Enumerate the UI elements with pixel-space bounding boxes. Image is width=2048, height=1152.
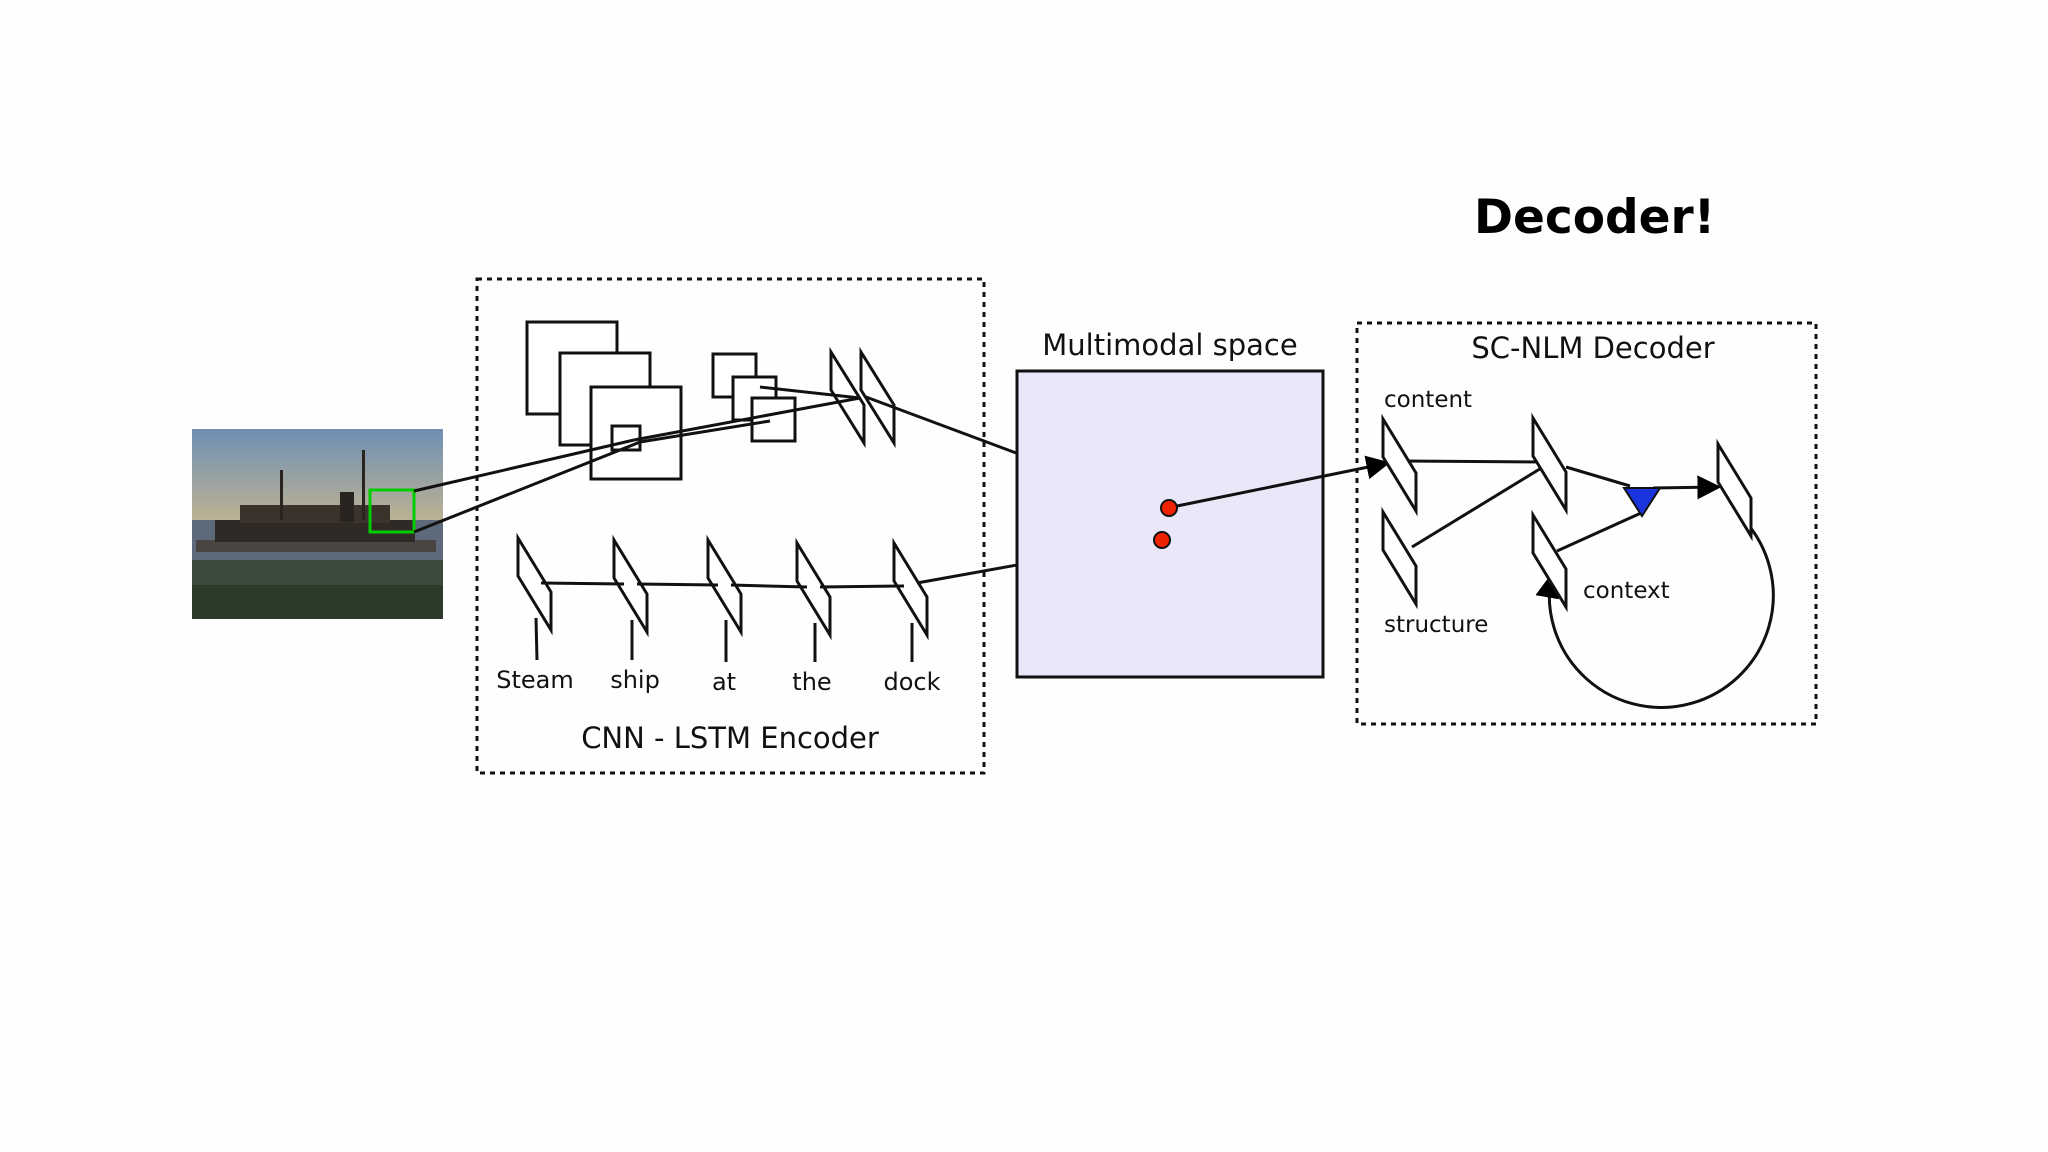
cnn-feature-maps-small	[711, 352, 797, 443]
region-highlight-box	[368, 488, 416, 534]
decoder-network	[1381, 412, 1775, 709]
context-label: context	[1583, 578, 1670, 604]
cnn-feature-maps-large	[525, 320, 683, 481]
multimodal-title: Multimodal space	[1042, 328, 1297, 362]
encoder-box	[475, 277, 986, 775]
word-label: at	[712, 668, 736, 696]
word-label: the	[792, 668, 831, 696]
sentence-embedding-point	[1153, 531, 1171, 549]
word-label: dock	[883, 668, 940, 696]
word-label: ship	[610, 666, 660, 694]
slide-heading: Decoder!	[1474, 190, 1716, 245]
steamship-photo	[192, 429, 443, 619]
decoder-title: SC-NLM Decoder	[1471, 331, 1714, 365]
gating-triangle	[1622, 487, 1662, 518]
encoder-title: CNN - LSTM Encoder	[581, 721, 879, 755]
multimodal-to-decoder-arrow	[1176, 455, 1391, 508]
content-label: content	[1384, 387, 1472, 413]
cnn-fc-layers	[829, 346, 896, 449]
multimodal-space-box	[1015, 369, 1325, 679]
image-embedding-point	[1160, 499, 1178, 517]
lstm-chain	[516, 532, 1153, 662]
structure-label: structure	[1384, 612, 1488, 638]
word-label: Steam	[496, 666, 574, 694]
word-labels: Steam ship at the dock	[496, 666, 940, 696]
